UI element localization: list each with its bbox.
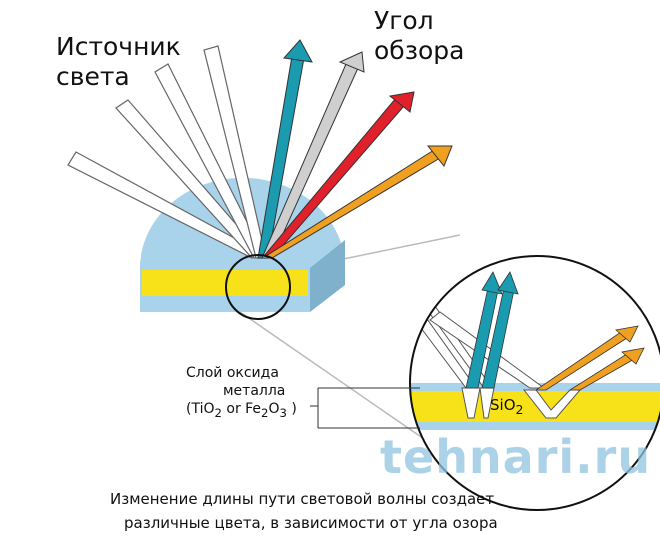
- zoom-circle-small: [225, 254, 291, 320]
- view-angle-line2: обзора: [374, 36, 465, 65]
- view-angle-line1: Угол: [374, 6, 434, 35]
- red-arrowhead: [388, 91, 415, 113]
- slab-side: [310, 240, 345, 312]
- zoom-line-bottom: [239, 311, 441, 451]
- reflected-beams: [257, 39, 453, 259]
- formula-sub: 2: [261, 405, 269, 420]
- light-source-line2: света: [56, 62, 130, 91]
- oxide-formula: (TiO2 or Fe2O3 ): [186, 400, 297, 422]
- light-source-label: Источник света: [56, 32, 181, 92]
- sio2-label: SiO2: [490, 396, 523, 417]
- formula-part: (TiO: [186, 401, 215, 417]
- sio2-layer: [142, 270, 308, 296]
- formula-sub: 3: [279, 405, 287, 420]
- caption-line2: различные цвета, в зависимости от угла о…: [124, 514, 498, 532]
- formula-part: or Fe: [221, 401, 262, 417]
- oxide-layer-label: Слой оксида металла (TiO2 or Fe2O3 ): [186, 364, 297, 422]
- sio2-sub: 2: [515, 402, 524, 417]
- caption-line1: Изменение длины пути световой волны созд…: [110, 490, 495, 508]
- watermark: tehnari.ru: [380, 430, 652, 484]
- formula-sub: 2: [214, 405, 222, 420]
- formula-part: ): [286, 401, 297, 417]
- view-angle-label: Угол обзора: [374, 6, 465, 66]
- magnified-view: [410, 256, 660, 510]
- oxide-line1: Слой оксида: [186, 365, 279, 381]
- formula-part: O: [268, 401, 280, 417]
- light-source-line1: Источник: [56, 32, 181, 61]
- orange-arrowhead: [426, 145, 453, 167]
- oxide-line2: металла: [223, 383, 286, 399]
- oxide-bracket: [310, 387, 420, 429]
- gray-arrowhead: [338, 51, 365, 73]
- teal-arrowhead: [283, 39, 313, 63]
- zoom-circle-large: [409, 255, 660, 511]
- sio2-text: SiO: [490, 396, 516, 414]
